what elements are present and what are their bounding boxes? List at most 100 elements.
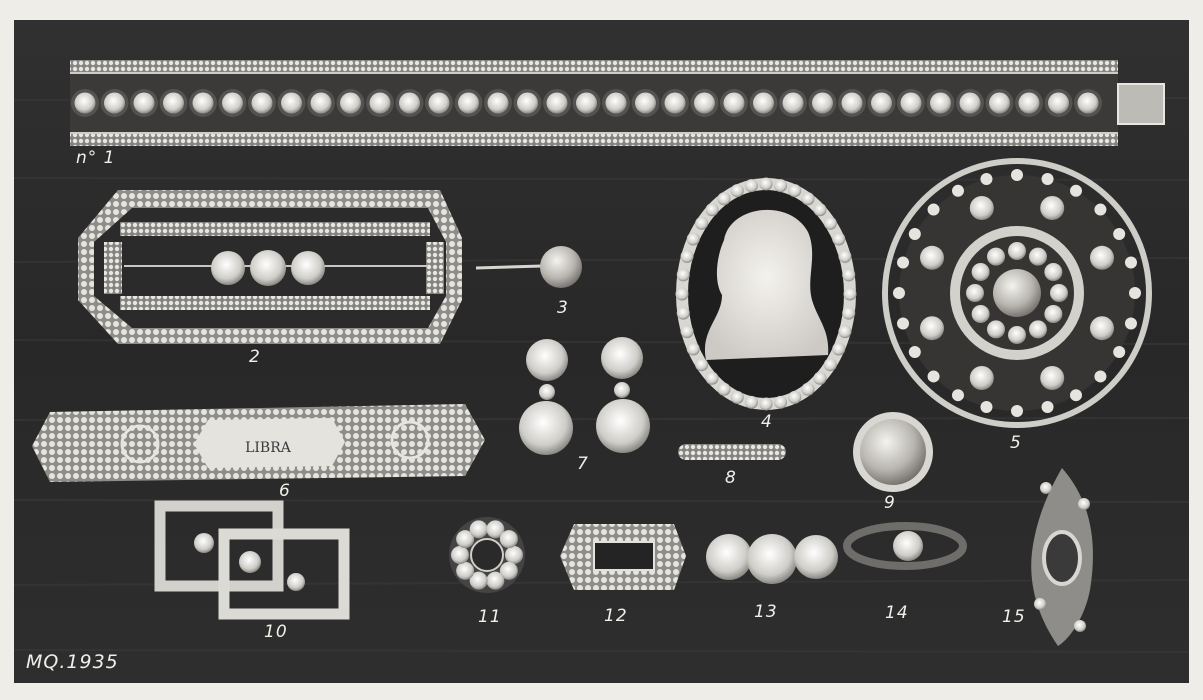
bracelet-stone [694,92,715,114]
brooch-rim-stone [908,346,921,358]
bracelet-stone [782,92,804,114]
brooch-rim-stone [893,287,905,299]
brooch-rim-stone [1129,287,1141,299]
cameo-frame-stone [842,306,856,320]
cameo-frame-stone [801,192,815,206]
cameo-frame-stone [744,179,758,193]
bracelet-stone [1077,92,1099,114]
brooch-rim-stone [1041,173,1054,186]
cameo-frame-stone [686,342,700,356]
bracelet-stone [251,92,273,114]
brooch-rim-stone [897,256,910,269]
bracelet-stone [900,92,922,114]
bracelet-stone [133,92,155,114]
bracelet-stone [871,92,892,114]
bracelet-stone [517,92,538,114]
cameo-frame-stone [686,232,700,246]
brooch-rim-stone [952,184,964,197]
brooch-inner-stone [971,305,990,323]
bracelet-stone [605,92,627,114]
brooch-outer-stone [1089,245,1114,270]
item-12-label: 12 [604,606,628,626]
bracelet-stone [281,92,302,114]
bracelet-stone [74,92,96,114]
bracelet-stone [930,92,951,114]
cameo-frame-stone [832,232,846,246]
bracelet-stone [369,92,391,114]
bracelet-stone [163,92,184,114]
brooch-rim-stone [1124,256,1137,269]
bracelet-stone [487,92,509,114]
cameo-frame-stone [744,395,758,409]
brooch-outer-stone [969,365,994,390]
bracelet-stone [635,92,656,114]
brooch-inner-stone [987,247,1005,266]
brooch-outer-stone [1089,316,1114,341]
brooch-rim-stone [897,317,910,330]
brooch-rim-stone [952,389,964,402]
brooch-rim-stone [927,203,940,216]
cameo-frame-stone [774,179,788,193]
brooch-rim-stone [1094,203,1107,216]
brooch-rim-stone [1011,169,1023,181]
cameo-frame-stone [813,371,827,385]
cameo-frame-stone [838,325,852,339]
bracelet-stone [989,92,1010,114]
brooch-inner-stone [1044,305,1063,323]
item-11-label: 11 [478,607,502,627]
item-14-label: 14 [885,603,909,623]
item-7-label: 7 [577,454,589,474]
item-2-rectangular-brooch [78,190,462,344]
brooch-inner-stone [966,284,984,302]
cluster-petal-stone [499,530,518,549]
brooch-inner-stone [1044,263,1063,281]
cluster-petal-stone [469,520,488,539]
brooch-inner-stone [1008,326,1026,344]
item-10-label: 10 [264,622,288,642]
bracelet-stone [428,92,450,114]
item-5-label: 5 [1010,433,1022,453]
cameo-frame-stone [705,371,719,385]
brooch-rim-stone [1113,346,1126,358]
bracelet-stone [546,92,568,114]
bracelet-stone [340,92,361,114]
brooch-inner-stone [1050,284,1068,302]
cameo-frame-stone [717,192,731,206]
item-12-plaque-ring [560,524,686,590]
bracelet-stone [104,92,125,114]
brooch-rim-stone [927,370,940,383]
photo-caption: MQ.1935 [26,651,119,673]
brooch-inner-stone [1008,242,1026,260]
brooch-rim-stone [1113,228,1126,240]
item-13-label: 13 [754,602,778,622]
cameo-frame-stone [838,249,852,263]
cluster-petal-stone [499,561,518,580]
brooch-rim-stone [1124,317,1137,330]
cluster-petal-stone [456,561,475,580]
bracelet-stone [841,92,863,114]
bracelet-stone [959,92,981,114]
brooch-outer-stone [1040,196,1065,221]
brooch-rim-stone [1070,184,1082,197]
item-8-label: 8 [725,468,737,488]
item-3-pearl-pin [475,246,582,288]
brooch-rim-stone [1041,400,1054,413]
item-3-label: 3 [557,298,569,318]
brooch-rim-stone [980,400,993,413]
bracelet-stone [723,92,745,114]
item-9-label: 9 [884,493,896,513]
cluster-petal-stone [451,546,469,564]
item-1-bracelet [70,60,1165,146]
item-6-bracelet-watch: LIBRA [32,404,485,482]
cameo-frame-stone [680,325,694,339]
brooch-rim-stone [980,173,993,186]
cluster-petal-stone [505,546,523,564]
cameo-frame-stone [717,382,731,396]
brooch-inner-stone [971,263,990,281]
cameo-frame-stone [730,184,744,198]
brooch-outer-stone [969,196,994,221]
bracelet-stone [753,92,774,114]
svg-text:LIBRA: LIBRA [245,440,292,456]
bracelet-stone [1018,92,1040,114]
